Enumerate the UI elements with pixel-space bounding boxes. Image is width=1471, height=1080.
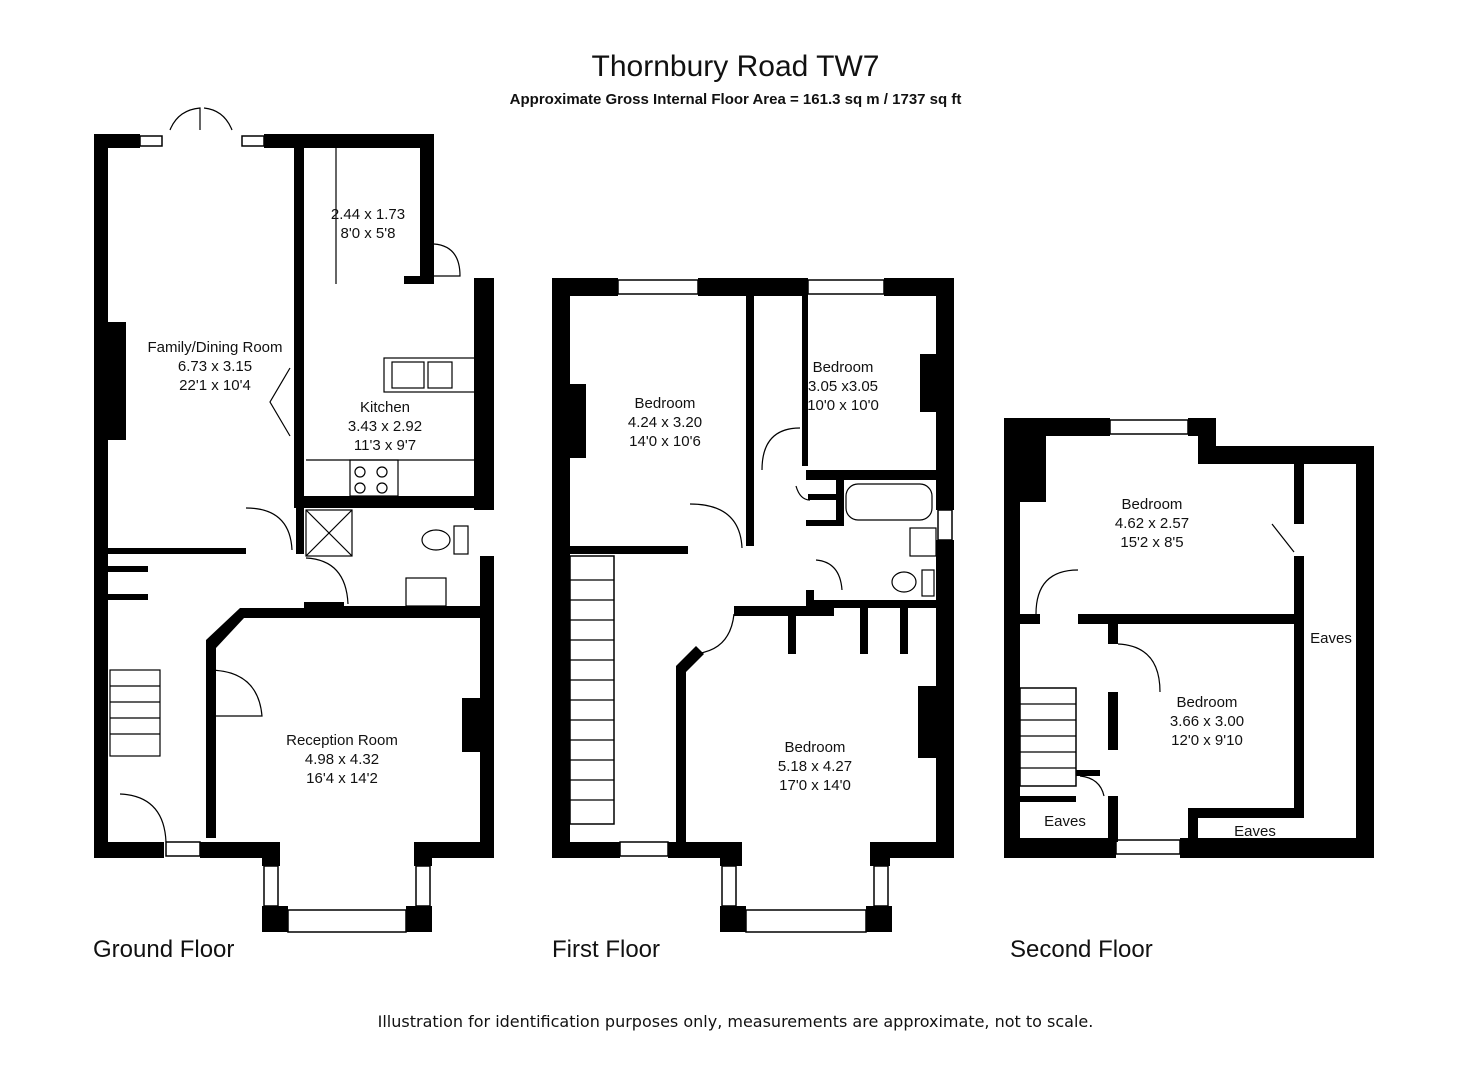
floor-area-subtitle: Approximate Gross Internal Floor Area = …	[509, 91, 962, 108]
room-bedroom-first-right-imperial: 10'0 x 10'0	[807, 397, 879, 414]
room-bedroom-first-left-metric: 4.24 x 3.20	[627, 414, 703, 431]
room-bedroom-first-right-name: Bedroom	[812, 359, 874, 376]
room-bedroom-second-bottom-metric: 3.66 x 3.00	[1169, 713, 1245, 730]
room-bedroom-second-bottom-imperial: 12'0 x 9'10	[1171, 732, 1243, 749]
room-bedroom-second-top-name: Bedroom	[1121, 496, 1183, 513]
room-bedroom-second-bottom-name: Bedroom	[1176, 694, 1238, 711]
room-bedroom-second-top: Bedroom 4.62 x 2.57 15'2 x 8'5	[1115, 495, 1189, 552]
room-bedroom-first-front: Bedroom 5.18 x 4.27 17'0 x 14'0	[778, 738, 852, 795]
room-eaves-left-label: Eaves	[1044, 813, 1086, 830]
room-family-dining: Family/Dining Room 6.73 x 3.15 22'1 x 10…	[147, 338, 282, 395]
second-floor-walls	[1004, 418, 1374, 858]
ground-floor-label: Ground Floor	[93, 936, 235, 963]
room-eaves-bottom: Eaves	[1234, 822, 1276, 841]
fixtures	[109, 107, 1295, 843]
room-bedroom-first-right: Bedroom 3.05 x3.05 10'0 x 10'0	[807, 358, 879, 415]
room-kitchen-metric: 3.43 x 2.92	[347, 418, 423, 435]
room-family-dining-metric: 6.73 x 3.15	[177, 358, 253, 375]
room-bedroom-second-bottom: Bedroom 3.66 x 3.00 12'0 x 9'10	[1170, 693, 1244, 750]
first-floor-walls	[552, 278, 954, 933]
room-bedroom-second-top-metric: 4.62 x 2.57	[1114, 515, 1190, 532]
room-kitchen-name: Kitchen	[359, 399, 411, 416]
room-family-dining-imperial: 22'1 x 10'4	[179, 377, 251, 394]
room-bedroom-first-front-imperial: 17'0 x 14'0	[779, 777, 851, 794]
first-floor-label: First Floor	[552, 936, 660, 963]
room-eaves-right-label: Eaves	[1310, 630, 1352, 647]
room-eaves-right: Eaves	[1310, 629, 1352, 648]
room-bedroom-first-left: Bedroom 4.24 x 3.20 14'0 x 10'6	[628, 394, 702, 451]
second-floor-label: Second Floor	[1010, 936, 1153, 963]
room-utility-metric: 2.44 x 1.73	[330, 206, 406, 223]
room-reception: Reception Room 4.98 x 4.32 16'4 x 14'2	[286, 731, 398, 788]
room-family-dining-name: Family/Dining Room	[147, 339, 283, 356]
room-bedroom-first-front-name: Bedroom	[784, 739, 846, 756]
room-kitchen: Kitchen 3.43 x 2.92 11'3 x 9'7	[348, 398, 422, 455]
room-bedroom-second-top-imperial: 15'2 x 8'5	[1120, 534, 1184, 551]
room-kitchen-imperial: 11'3 x 9'7	[353, 437, 417, 454]
disclaimer-note: Illustration for identification purposes…	[377, 1012, 1094, 1031]
room-eaves-left: Eaves	[1044, 812, 1086, 831]
ground-floor-walls	[94, 134, 494, 933]
room-bedroom-first-right-metric: 3.05 x3.05	[807, 378, 879, 395]
room-utility: 2.44 x 1.73 8'0 x 5'8	[331, 205, 405, 243]
room-bedroom-first-left-name: Bedroom	[634, 395, 696, 412]
room-reception-name: Reception Room	[286, 732, 398, 749]
room-bedroom-first-front-metric: 5.18 x 4.27	[777, 758, 853, 775]
plan-title: Thornbury Road TW7	[591, 50, 880, 83]
room-reception-imperial: 16'4 x 14'2	[306, 770, 378, 787]
room-reception-metric: 4.98 x 4.32	[304, 751, 380, 768]
room-bedroom-first-left-imperial: 14'0 x 10'6	[629, 433, 701, 450]
room-eaves-bottom-label: Eaves	[1234, 823, 1276, 840]
room-utility-imperial: 8'0 x 5'8	[340, 225, 396, 242]
